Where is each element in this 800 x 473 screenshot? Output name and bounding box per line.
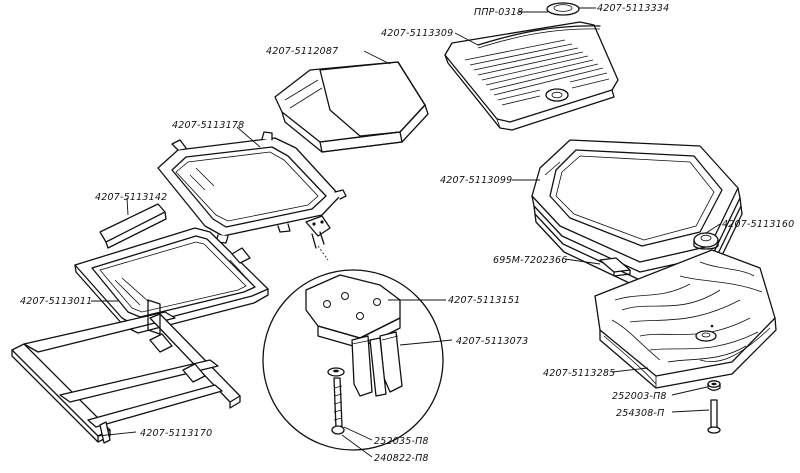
label-5113151: 4207-5113151 <box>448 295 520 306</box>
label-5113309: 4207-5113309 <box>381 28 453 39</box>
label-5113011: 4207-5113011 <box>20 296 92 307</box>
label-5113099: 4207-5113099 <box>440 175 512 186</box>
label-5112087: 4207-5112087 <box>266 46 338 57</box>
label-gasket-cover: ППР-0318 <box>474 7 523 18</box>
bracket-7202366 <box>599 257 631 277</box>
label-5113160: 4207-5113160 <box>722 219 794 230</box>
label-5113170: 4207-5113170 <box>140 428 212 439</box>
label-5113285: 4207-5113285 <box>543 368 615 379</box>
wood-block-5113285 <box>594 249 777 389</box>
label-5113073: 4207-5113073 <box>456 336 528 347</box>
label-5113142: 4207-5113142 <box>95 192 167 203</box>
wood-grain <box>603 261 771 385</box>
label-252003: 252003-П8 <box>612 391 667 402</box>
washer-part-5113160 <box>693 232 719 250</box>
frame-5113178 <box>157 131 347 244</box>
label-5113178: 4207-5113178 <box>172 120 244 131</box>
seal-strip <box>477 25 601 46</box>
label-5113334: 4207-5113334 <box>597 3 669 14</box>
frame-5113011 <box>74 227 269 334</box>
gasket-stack-5113099 <box>531 139 743 289</box>
cover-hole <box>545 88 569 102</box>
bolt-254308 <box>707 399 721 434</box>
rail-assembly-5113170 <box>11 299 241 444</box>
label-252035: 252035-П8 <box>374 436 429 447</box>
seal-strip-5113142 <box>99 203 167 249</box>
part-labels: ППР-0318 4207-5113334 4207-5113309 4207-… <box>20 3 794 464</box>
nut-252003 <box>707 380 721 391</box>
label-254308: 254308-П <box>616 408 664 419</box>
washer-part-5113334 <box>546 2 580 16</box>
label-7202366: 695М-7202366 <box>493 255 567 266</box>
leader-lines <box>91 7 721 458</box>
cover-ribs <box>464 39 610 106</box>
mesh-panel-5112087 <box>274 61 429 153</box>
detail-magnifier <box>262 269 444 451</box>
label-240822: 240822-П8 <box>374 453 429 464</box>
cover-panel-5113309 <box>444 21 619 131</box>
latch-part <box>305 215 331 261</box>
